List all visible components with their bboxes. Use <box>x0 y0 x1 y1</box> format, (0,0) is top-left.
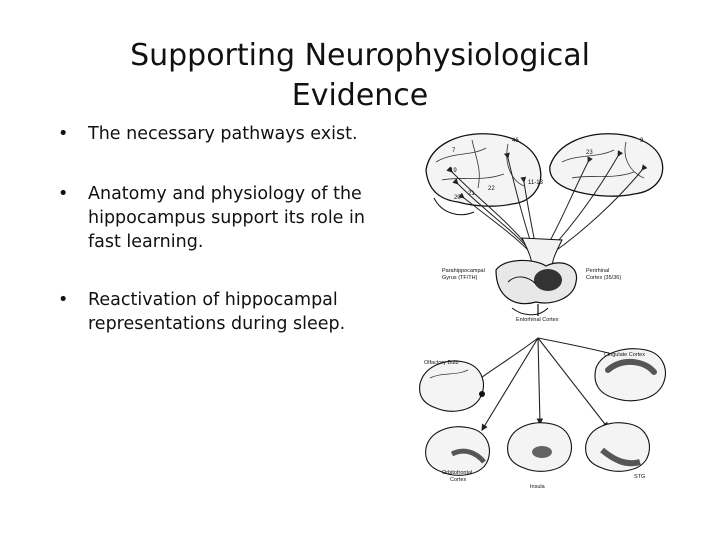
region-label: Insula <box>530 484 546 490</box>
cortical-pathway-arrows <box>446 150 648 253</box>
bullet-item: • Reactivation of hippocampal representa… <box>58 288 398 336</box>
area-label: 7 <box>452 148 456 154</box>
slide-title: Supporting Neurophysiological Evidence <box>130 38 590 113</box>
area-label: 23 <box>586 150 593 156</box>
area-label: 46 <box>512 138 519 144</box>
bullet-item: • The necessary pathways exist. <box>58 122 398 146</box>
area-label: 21 <box>468 191 475 197</box>
bullet-item: • Anatomy and physiology of the hippocam… <box>58 182 398 254</box>
hippocampal-formation-drawing <box>495 259 578 316</box>
area-label: 9 <box>640 138 644 144</box>
olfactory-brain-drawing <box>419 360 485 412</box>
medial-brain-drawing <box>549 133 664 197</box>
bullet-marker: • <box>58 184 69 204</box>
bullet-text: The necessary pathways exist. <box>88 124 358 144</box>
bullet-marker: • <box>58 124 69 144</box>
orbitofrontal-brain-drawing <box>425 426 490 476</box>
region-label: Cingulate Cortex <box>604 352 645 358</box>
region-label: Gyrus (TF/TH) <box>442 275 478 281</box>
bullet-text: Anatomy and physiology of the hippocampu… <box>88 184 365 252</box>
region-label: STG <box>634 474 645 480</box>
hippocampal-pathways-figure: 46 7 19 20 21 22 11-13 9 23 Parahippocam… <box>419 133 666 490</box>
region-label: Olfactory Bulb <box>424 360 459 366</box>
stg-brain-drawing <box>585 422 650 472</box>
bullet-text: Reactivation of hippocampal representati… <box>88 290 346 334</box>
area-label: 19 <box>450 168 457 174</box>
area-label: 11-13 <box>528 180 544 186</box>
region-label: Orbitofrontal <box>442 470 472 476</box>
region-label: Entorhinal Cortex <box>516 317 559 323</box>
region-label: Perirhinal <box>586 268 609 274</box>
insula-brain-drawing <box>507 422 572 472</box>
lateral-brain-drawing <box>425 133 542 216</box>
region-label: Cortex (35/36) <box>586 275 621 281</box>
region-label: Cortex <box>450 477 466 483</box>
bullet-list: • The necessary pathways exist. • Anatom… <box>58 122 398 336</box>
area-label: 22 <box>488 186 495 192</box>
area-label: 20 <box>454 195 461 201</box>
region-label: Parahippocampal <box>442 268 485 274</box>
bullet-marker: • <box>58 290 69 310</box>
cingulate-brain-drawing <box>594 348 666 402</box>
